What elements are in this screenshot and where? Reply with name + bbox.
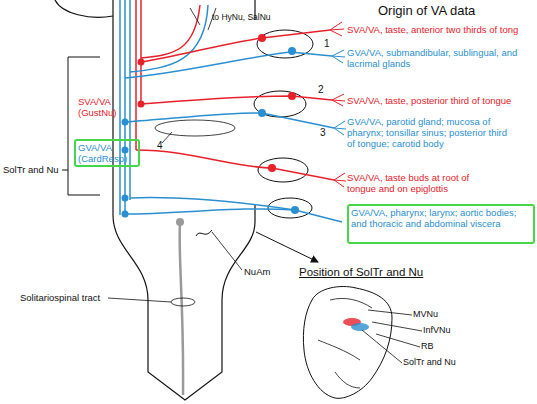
- red-fiber: [136, 150, 334, 180]
- node-text: GVA/VA, pharynx; larynx; aortic bodies; …: [349, 206, 533, 230]
- nerve-ending: [332, 50, 345, 63]
- blue-fiber: [129, 0, 131, 200]
- red-fiber: [135, 0, 137, 150]
- origin-label: GVA/VA, parotid gland; mucosa of pharynx…: [347, 116, 507, 149]
- nerve-ending: [332, 94, 345, 106]
- neuron-dot: [138, 101, 145, 108]
- nerve-ending: [330, 22, 344, 36]
- highlight-box: GVA/VA (CardResp): [74, 139, 140, 167]
- neuron-dot: [258, 109, 266, 117]
- origin-label: SVA/VA, taste, anterior two thirds of to…: [347, 24, 518, 35]
- neuron-dot: [122, 195, 129, 202]
- part-label: NuAm: [244, 266, 270, 277]
- bracket: [62, 57, 100, 195]
- section-detail: [318, 298, 372, 388]
- leader-line: [212, 232, 242, 270]
- brainstem-outline: [113, 0, 255, 400]
- part-label: SolTr and Nu: [3, 164, 59, 175]
- neuron-dot: [122, 119, 129, 126]
- nucleus-outline: [196, 230, 212, 236]
- highlight-box: GVA/VA, pharynx; larynx; aortic bodies; …: [347, 204, 535, 244]
- neuron-dot: [268, 164, 276, 172]
- callout-number: 1: [324, 38, 330, 50]
- red-fiber: [141, 5, 200, 58]
- nucleus-blue: [351, 323, 369, 331]
- pathway-label: to HyNu, SalNu: [212, 12, 271, 22]
- pointer-arrow: [256, 232, 318, 262]
- blue-fiber: [124, 0, 126, 215]
- node-text: GVA/VA (CardResp): [76, 141, 138, 165]
- origin-label: SVA/VA, taste buds at root of tongue and…: [347, 172, 497, 194]
- neuron-dot: [291, 206, 299, 214]
- red-fiber: [141, 96, 332, 104]
- medulla-section: [303, 287, 392, 399]
- red-fiber: [141, 30, 330, 62]
- blue-fiber: [125, 209, 342, 222]
- neuron-dot: [122, 147, 129, 154]
- callout-number: 2: [318, 84, 324, 96]
- origin-label: SVA/VA, taste, posterior third of tongue: [347, 95, 511, 106]
- part-label: MVNu: [413, 309, 438, 320]
- neuron-dot: [258, 34, 266, 42]
- nerve-ending: [334, 121, 346, 135]
- tract-marker: [171, 298, 195, 306]
- part-label: InfVNu: [423, 325, 451, 336]
- leader-line: [162, 132, 172, 143]
- solitariospinal-tract: [180, 222, 184, 395]
- part-label: Solitariospinal tract: [20, 292, 100, 303]
- part-label: SolTr and Nu: [403, 357, 456, 368]
- blue-fiber: [125, 52, 332, 78]
- origin-label: GVA/VA, submandibular, sublingual, and l…: [347, 47, 537, 69]
- neuron-dot: [288, 92, 296, 100]
- diagram-title: Origin of VA data: [378, 3, 475, 18]
- callout-number: 3: [320, 127, 326, 139]
- ganglion-outline: [268, 198, 312, 218]
- red-fiber: [140, 0, 142, 105]
- neuron-dot: [122, 211, 129, 218]
- ganglion-outline: [254, 91, 306, 117]
- blue-fiber: [130, 5, 208, 72]
- leader-line: [108, 298, 171, 302]
- blue-fiber: [119, 0, 121, 215]
- blue-fiber: [130, 198, 295, 210]
- inset-heading: Position of SolTr and Nu: [299, 266, 423, 279]
- callout-ring: [155, 120, 235, 136]
- neuron-dot: [288, 47, 296, 55]
- brain-outline: [55, 0, 113, 17]
- callout-number: 4: [157, 140, 163, 152]
- nerve-ending: [334, 173, 346, 187]
- neuron-dot: [138, 59, 145, 66]
- neuron-dot: [176, 218, 184, 226]
- part-label: RB: [421, 341, 434, 352]
- nucleus-label: SVA/VA (GustNu): [78, 96, 130, 118]
